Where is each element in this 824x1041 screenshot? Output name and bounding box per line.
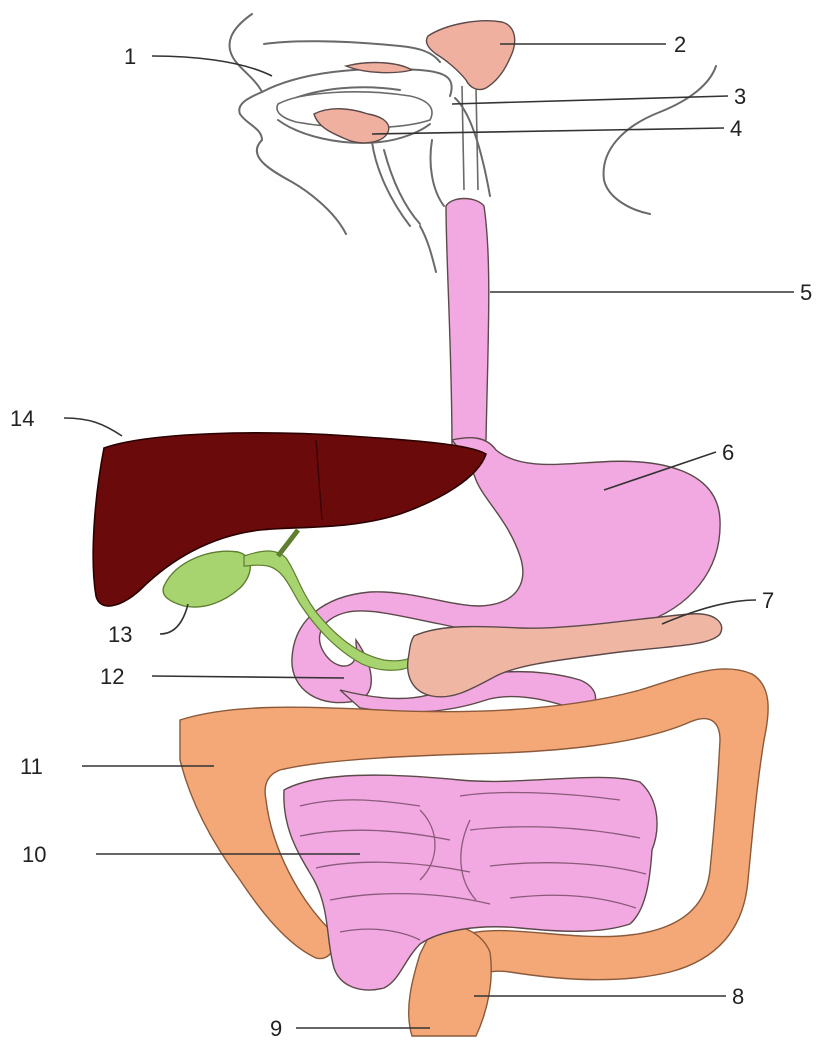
label-9: 9 xyxy=(270,1016,282,1041)
label-14: 14 xyxy=(10,406,34,431)
leader-13 xyxy=(160,604,188,634)
leader-14 xyxy=(64,418,122,436)
label-2: 2 xyxy=(674,32,686,57)
esophagus xyxy=(446,199,489,451)
label-7: 7 xyxy=(762,588,774,613)
label-3: 3 xyxy=(734,84,746,109)
leader-1 xyxy=(152,56,272,76)
label-6: 6 xyxy=(722,440,734,465)
label-10: 10 xyxy=(22,842,46,867)
label-13: 13 xyxy=(108,622,132,647)
label-12: 12 xyxy=(100,664,124,689)
label-5: 5 xyxy=(800,280,812,305)
label-1: 1 xyxy=(124,44,136,69)
label-11: 11 xyxy=(20,754,43,779)
salivary-gland xyxy=(426,21,514,90)
leader-4 xyxy=(372,128,724,134)
label-8: 8 xyxy=(732,984,744,1009)
palate-gland xyxy=(346,63,412,73)
label-4: 4 xyxy=(730,116,742,141)
